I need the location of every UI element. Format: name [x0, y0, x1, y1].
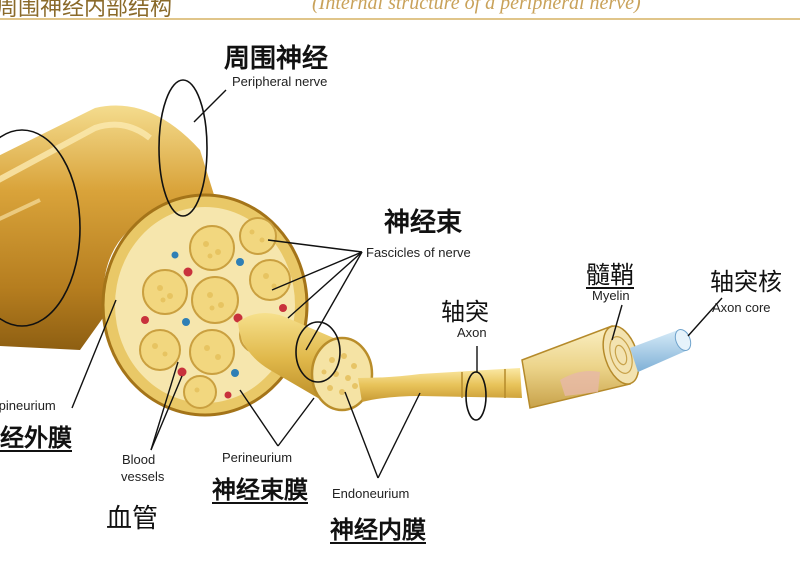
label-blood-vessels-en-2: vessels [121, 469, 165, 484]
axon-core-rod [630, 328, 692, 372]
label-perineurium-en: Perineurium [222, 450, 293, 465]
myelin-sheath [521, 325, 640, 409]
label-axon-en: Axon [457, 325, 487, 340]
label-endoneurium-zh: 神经内膜 [330, 516, 426, 544]
label-endoneurium-en: Endoneurium [332, 486, 410, 501]
header-title-zh: 周围神经内部结构 [0, 0, 173, 21]
label-peripheral-nerve-zh: 周围神经 [224, 44, 329, 74]
leader-lines [71, 89, 723, 479]
fascicle-cross-sections [139, 217, 291, 409]
label-perineurium-zh: 神经束膜 [212, 476, 308, 504]
label-epineurium-zh: 神经外膜 [0, 424, 72, 452]
header-title-en: (Internal structure of a peripheral nerv… [312, 0, 641, 14]
header-bar: 周围神经内部结构 (Internal structure of a periph… [0, 0, 800, 21]
blood-vessel-dots [141, 251, 287, 399]
label-axon-core-en: Axon core [712, 300, 771, 315]
label-myelin-en: Myelin [592, 288, 630, 303]
label-blood-vessels-zh: 血管 [106, 504, 159, 534]
label-blood-vessels-en-1: Blood [122, 452, 156, 467]
label-epineurium-en: Epineurium [0, 398, 56, 413]
marker-rings [0, 79, 487, 421]
label-axon-core-zh: 轴突核 [710, 268, 782, 296]
label-axon-zh: 轴突 [441, 298, 489, 326]
label-fascicles-en: Fascicles of nerve [366, 245, 471, 260]
axon-strand [358, 368, 522, 402]
label-fascicles-zh: 神经束 [384, 208, 463, 238]
label-peripheral-nerve-en: Peripheral nerve [232, 74, 328, 89]
label-myelin-zh: 髓鞘 [586, 261, 634, 289]
